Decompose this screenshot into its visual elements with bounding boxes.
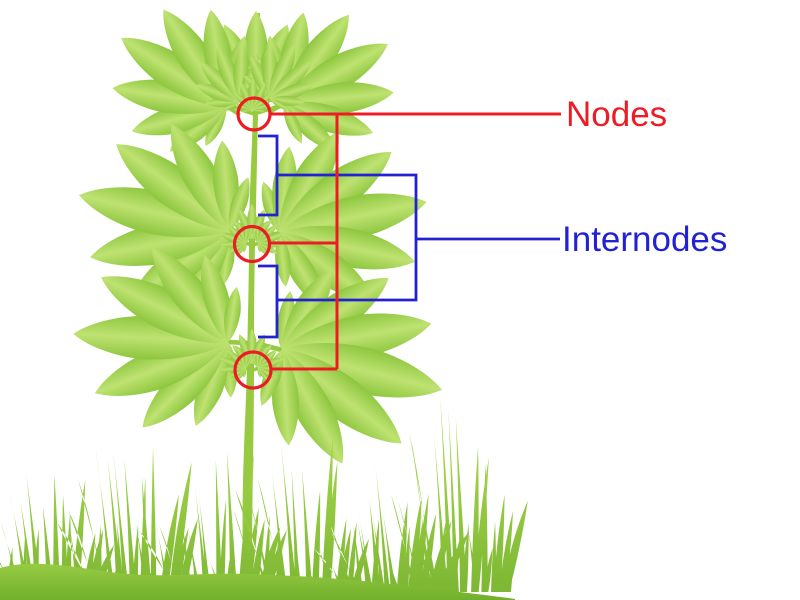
- node-circle-middle: [232, 224, 272, 264]
- plant-illustration: [56, 0, 468, 566]
- node-annotation: [232, 96, 561, 390]
- stem: [242, 13, 260, 566]
- internode-annotation: [258, 134, 560, 339]
- leaves: [56, 0, 468, 494]
- nodes-label: Nodes: [566, 95, 667, 134]
- internode-connector-box: [277, 173, 418, 302]
- grass: [0, 398, 528, 600]
- internode-bracket-lower: [258, 264, 279, 339]
- grass-blades: [0, 398, 528, 592]
- ground-mound: [0, 563, 515, 600]
- internodes-label: Internodes: [562, 220, 727, 259]
